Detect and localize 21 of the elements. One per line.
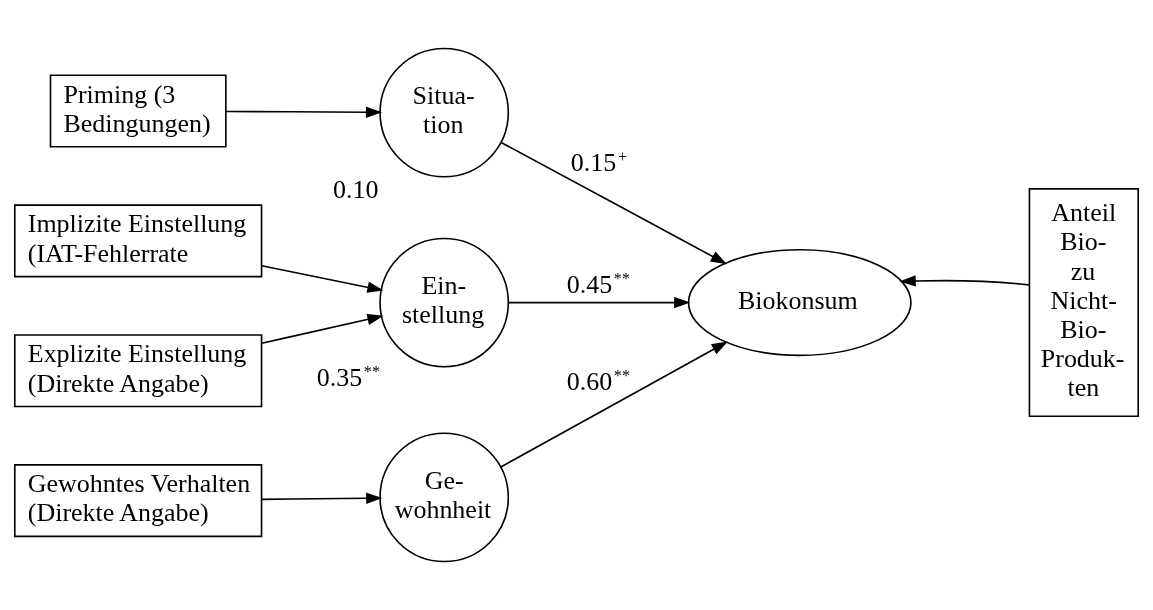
arrow	[260, 313, 384, 345]
node-label: 0.10	[332, 174, 379, 204]
arrow	[500, 141, 727, 265]
node-box: Gewohntes Verhalten (Direkte Angabe)	[13, 464, 263, 538]
arrow	[225, 106, 383, 118]
arrow	[260, 264, 384, 293]
arrow	[508, 296, 691, 309]
node-circle: Ein- stellung	[379, 237, 510, 368]
arrow	[500, 341, 728, 468]
node-box: Priming (3 Bedingungen)	[49, 74, 227, 148]
node-box: Implizite Einstellung (IAT-Fehlerrate	[13, 204, 263, 278]
edge-label: 0.45$^{**}$	[566, 269, 631, 299]
edge-label: 0.60$^{**}$	[566, 366, 631, 396]
node-box: Explizite Einstellung (Direkte Angabe)	[13, 334, 263, 408]
node-circle: Situa- tion	[379, 47, 510, 178]
node-box: Anteil Bio- zu Nicht- Bio- Produk- ten	[1028, 188, 1140, 417]
node-label: 0.35$^{**}$	[316, 362, 381, 392]
arrow	[260, 492, 383, 504]
node-circle: Ge- wohnheit	[379, 432, 510, 563]
edge-label: 0.15$^{+}$	[570, 147, 628, 177]
arrow	[899, 275, 1030, 287]
